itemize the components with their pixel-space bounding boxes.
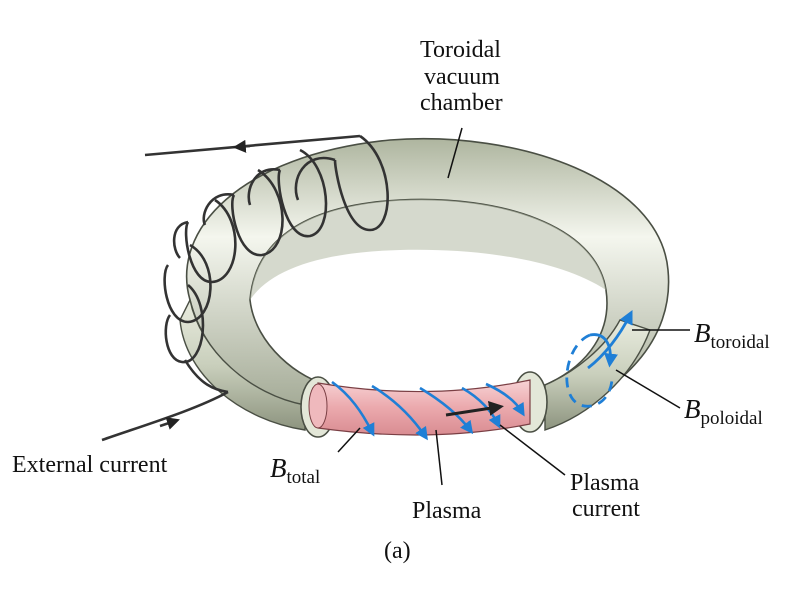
chamber-label-line2: vacuum bbox=[424, 64, 500, 90]
b-poloidal-label: Bpoloidal bbox=[684, 394, 763, 429]
plasma-tube bbox=[308, 379, 531, 436]
b-total-field-lines bbox=[331, 380, 525, 441]
b-toroidal-label: Btoroidal bbox=[694, 318, 770, 353]
plasma-label: Plasma bbox=[412, 498, 482, 524]
plasma-current-label-line2: current bbox=[572, 496, 640, 522]
plasma-current-label-line1: Plasma bbox=[570, 470, 640, 496]
b-toroidal-symbol: B bbox=[694, 318, 711, 348]
b-toroidal-arrow bbox=[587, 309, 633, 370]
b-poloidal-symbol: B bbox=[684, 394, 701, 424]
plasma-current-arrow bbox=[445, 400, 504, 417]
b-toroidal-subscript: toroidal bbox=[711, 332, 770, 353]
b-poloidal-loop bbox=[565, 333, 618, 408]
figure-caption: (a) bbox=[384, 538, 411, 564]
b-poloidal-subscript: poloidal bbox=[701, 408, 763, 429]
b-total-symbol: B bbox=[270, 453, 287, 483]
chamber-label-line1: Toroidal bbox=[420, 37, 501, 63]
wire-arrow-bottom bbox=[159, 417, 180, 430]
wire-arrow-top bbox=[232, 139, 251, 153]
b-total-subscript: total bbox=[287, 467, 321, 488]
toroidal-vacuum-chamber bbox=[179, 137, 670, 431]
b-total-label: Btotal bbox=[270, 453, 320, 488]
external-current-label: External current bbox=[12, 452, 168, 478]
external-coil bbox=[101, 134, 389, 442]
chamber-label-line3: chamber bbox=[420, 90, 503, 116]
leader-lines bbox=[337, 127, 690, 486]
